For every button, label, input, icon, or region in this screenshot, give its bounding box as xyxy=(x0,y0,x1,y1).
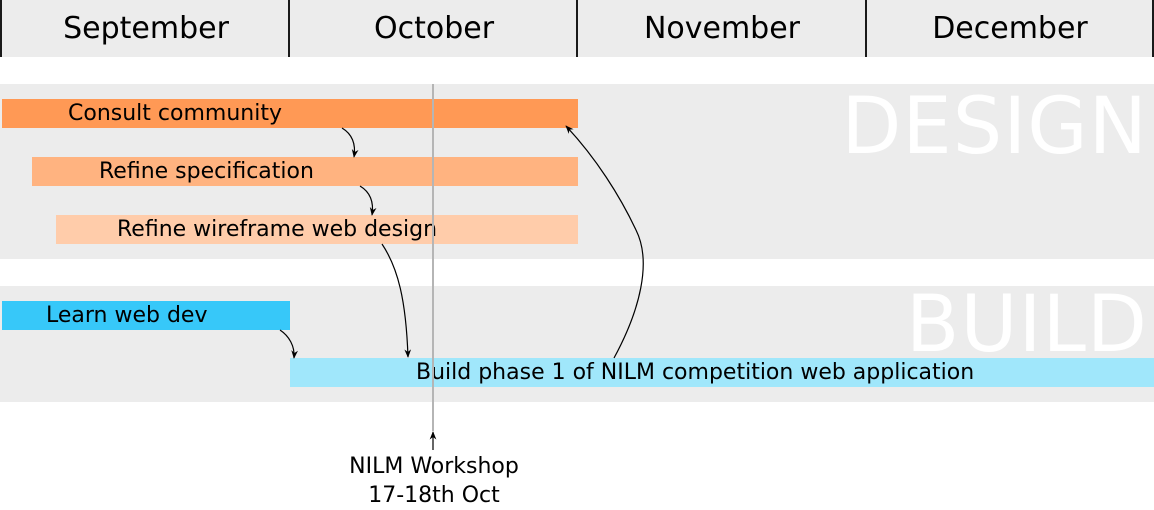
task-learn-web-dev[interactable]: Learn web dev xyxy=(2,301,290,330)
task-label: Refine specification xyxy=(99,159,314,184)
task-label: Build phase 1 of NILM competition web ap… xyxy=(416,360,975,385)
milestone-dates: 17-18th Oct xyxy=(368,483,500,508)
task-label: Refine wireframe web design xyxy=(117,217,438,242)
month-divider xyxy=(1152,0,1154,57)
task-consult-community[interactable]: Consult community xyxy=(2,99,578,128)
month-header: September October November December xyxy=(0,0,1154,57)
milestone-date-line xyxy=(432,84,434,431)
build-group-label: BUILD xyxy=(905,280,1148,370)
month-november: November xyxy=(643,11,801,46)
task-label: Learn web dev xyxy=(46,303,208,328)
month-divider xyxy=(288,0,290,57)
task-label: Consult community xyxy=(68,101,282,126)
month-december: December xyxy=(932,11,1088,46)
month-divider xyxy=(865,0,867,57)
dependency-arrow xyxy=(341,127,359,158)
month-divider xyxy=(0,0,2,57)
dependency-arrow xyxy=(359,185,377,216)
month-divider xyxy=(576,0,578,57)
design-group-label: DESIGN xyxy=(841,82,1148,172)
task-refine-specification[interactable]: Refine specification xyxy=(32,157,578,186)
month-october: October xyxy=(373,11,495,46)
dependency-arrow xyxy=(279,329,298,359)
milestone-label: NILM Workshop 17-18th Oct xyxy=(294,452,574,510)
task-build-phase-1[interactable]: Build phase 1 of NILM competition web ap… xyxy=(290,358,1154,387)
milestone-title: NILM Workshop xyxy=(349,454,519,479)
task-refine-wireframe[interactable]: Refine wireframe web design xyxy=(56,215,578,244)
dependency-arrow xyxy=(565,125,644,359)
month-september: September xyxy=(63,11,229,46)
dependency-arrow xyxy=(381,243,412,358)
